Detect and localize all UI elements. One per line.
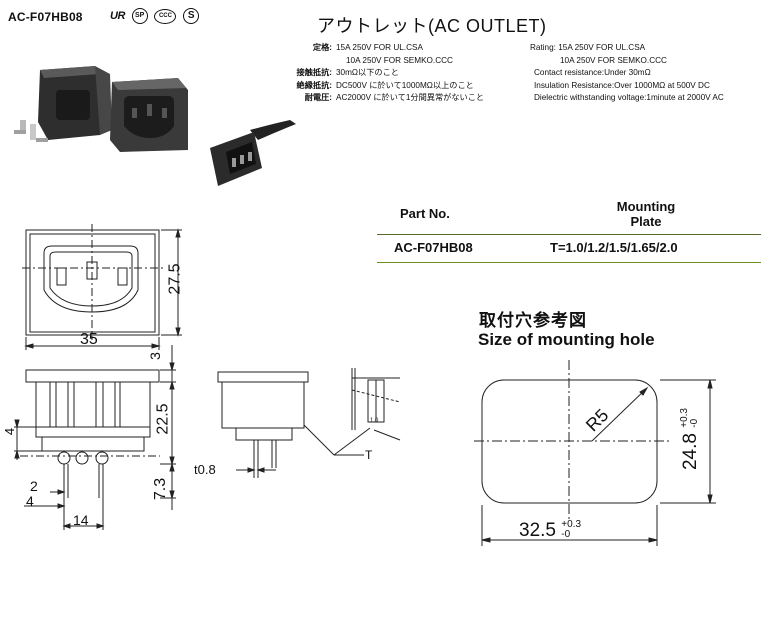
hole-width-value: 32.5 bbox=[519, 520, 556, 541]
spec-label: 絶縁抵抗: bbox=[296, 80, 332, 90]
mounting-hole-title-jp: 取付穴参考図 bbox=[479, 311, 587, 330]
spec-value: AC2000V に於いて1分間異常がないこと bbox=[336, 93, 485, 102]
model-number: AC-F07HB08 bbox=[8, 10, 83, 24]
spec-label: 定格: bbox=[312, 43, 332, 52]
hole-width-tol-plus: +0.3 bbox=[561, 519, 582, 530]
dim-pin-pitch-b: 4 bbox=[26, 493, 34, 509]
spec-value: 15A 250V FOR UL.CSA bbox=[336, 43, 423, 52]
spec-line: Contact resistance:Under 30mΩ bbox=[534, 68, 651, 77]
hole-width-label: 32.5 +0.3 -0 bbox=[519, 520, 581, 542]
dim-front-height: 27.5 bbox=[166, 263, 184, 295]
table-cell-part: AC-F07HB08 bbox=[394, 240, 473, 255]
mounting-hole-title-en: Size of mounting hole bbox=[478, 330, 655, 349]
hole-height-label: 24.8 +0.3 -0 bbox=[679, 408, 702, 471]
spec-value: 30mΩ以下のこと bbox=[336, 68, 399, 77]
hole-width-tolerance: +0.3 -0 bbox=[561, 520, 581, 540]
table-header-plate: Mounting Plate bbox=[606, 199, 686, 229]
spec-value: 10A 250V FOR SEMKO.CCC bbox=[346, 55, 453, 65]
detail-view bbox=[333, 368, 401, 456]
socket-angled-photo bbox=[14, 66, 112, 142]
spec-label: 接触抵抗: bbox=[296, 68, 332, 77]
csa-mark-icon: SP bbox=[131, 8, 148, 24]
table-cell-plate: T=1.0/1.2/1.5/1.65/2.0 bbox=[550, 240, 678, 255]
spec-label: 耐電圧: bbox=[304, 93, 332, 102]
plug-photo bbox=[210, 120, 296, 186]
specs-japanese: 定格: 15A 250V FOR UL.CSA 10A 250V FOR SEMK… bbox=[290, 42, 530, 112]
dim-thickness: t0.8 bbox=[194, 462, 216, 477]
spec-line: Dielectric withstanding voltage:1minute … bbox=[534, 93, 724, 102]
dim-side-top: 3 bbox=[146, 352, 163, 360]
table-header-part: Part No. bbox=[400, 206, 450, 221]
ccc-mark-icon: CCC bbox=[154, 8, 177, 24]
spec-line: Insulation Resistance:Over 1000MΩ at 500… bbox=[534, 80, 710, 90]
dim-detail-label: 1.0 bbox=[370, 418, 379, 424]
hole-height-tol-minus: -0 bbox=[689, 418, 701, 428]
spec-line: 10A 250V FOR SEMKO.CCC bbox=[560, 55, 667, 65]
profile-view bbox=[217, 371, 364, 478]
certification-marks: UR SP CCC S bbox=[110, 8, 203, 24]
table-rule-bottom bbox=[377, 262, 761, 263]
page-title: アウトレット(AC OUTLET) bbox=[317, 16, 547, 36]
hole-height-tolerance: +0.3 -0 bbox=[679, 408, 701, 428]
side-view bbox=[14, 345, 176, 530]
dim-side-body: 22.5 bbox=[154, 403, 172, 435]
dim-pin-pitch-a: 2 bbox=[30, 478, 38, 494]
ul-mark-icon: UR bbox=[110, 10, 125, 22]
table-header-plate-line1: Mounting bbox=[616, 199, 676, 214]
dim-pin-span: 14 bbox=[73, 512, 89, 528]
dim-side-pin: 7.3 bbox=[152, 477, 170, 501]
hole-width-tol-minus: -0 bbox=[561, 529, 571, 540]
socket-front-photo bbox=[110, 78, 188, 152]
dim-plate-label: T bbox=[365, 448, 373, 462]
front-view bbox=[22, 224, 182, 350]
table-header-plate-line2: Plate bbox=[630, 214, 662, 229]
spec-value: DC500V に於いて1000MΩ以上のこと bbox=[336, 80, 474, 90]
table-rule-top bbox=[377, 234, 761, 235]
spec-line: Rating: 15A 250V FOR UL.CSA bbox=[530, 43, 646, 52]
mounting-hole-drawing bbox=[474, 360, 716, 546]
specs-english: Rating: 15A 250V FOR UL.CSA 10A 250V FOR… bbox=[530, 42, 724, 105]
dim-side-left: 4 bbox=[2, 427, 18, 436]
dim-front-width: 35 bbox=[80, 331, 98, 348]
hole-height-value: 24.8 bbox=[680, 433, 702, 471]
semko-mark-icon: S bbox=[183, 8, 200, 24]
